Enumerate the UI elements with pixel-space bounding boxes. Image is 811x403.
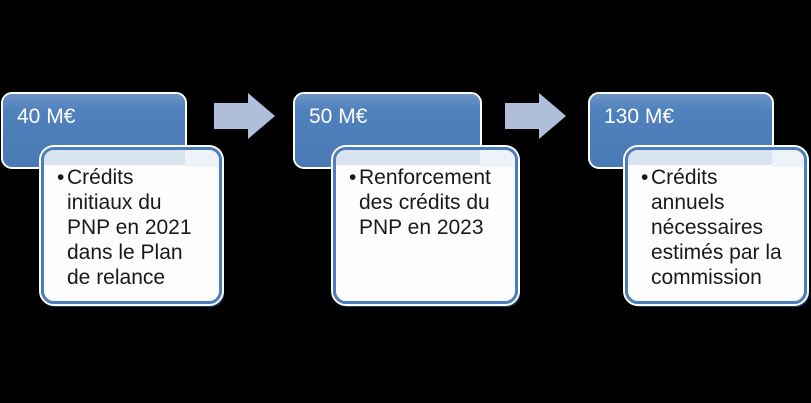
- step2-header-overlap-tint: [336, 150, 515, 168]
- step3-amount-label: 130 M€: [604, 105, 675, 128]
- step1-amount-label: 40 M€: [17, 105, 76, 128]
- step2-description: • Renforcement des crédits du PNP en 202…: [349, 165, 512, 240]
- step2-amount-label: 50 M€: [309, 105, 368, 128]
- step3-description-text: Crédits annuels nécessaires estimés par …: [651, 166, 782, 289]
- bullet-glyph: •: [349, 166, 357, 189]
- step1-body-box: • Crédits initiaux du PNP en 2021 dans l…: [39, 145, 224, 306]
- right-arrow-icon: [214, 93, 275, 139]
- step3-body-box: • Crédits annuels nécessaires estimés pa…: [623, 145, 809, 306]
- right-arrow-icon: [505, 93, 566, 139]
- bullet-glyph: •: [57, 166, 65, 189]
- step2-body-box: • Renforcement des crédits du PNP en 202…: [331, 145, 520, 306]
- bullet-glyph: •: [641, 166, 649, 189]
- step1-description-text: Crédits initiaux du PNP en 2021 dans le …: [67, 166, 192, 289]
- step1-header-overlap-tint: [44, 150, 219, 168]
- step2-description-text: Renforcement des crédits du PNP en 2023: [359, 166, 491, 239]
- step1-description: • Crédits initiaux du PNP en 2021 dans l…: [57, 165, 216, 290]
- step3-description: • Crédits annuels nécessaires estimés pa…: [641, 165, 801, 290]
- step3-header-overlap-tint: [628, 150, 804, 168]
